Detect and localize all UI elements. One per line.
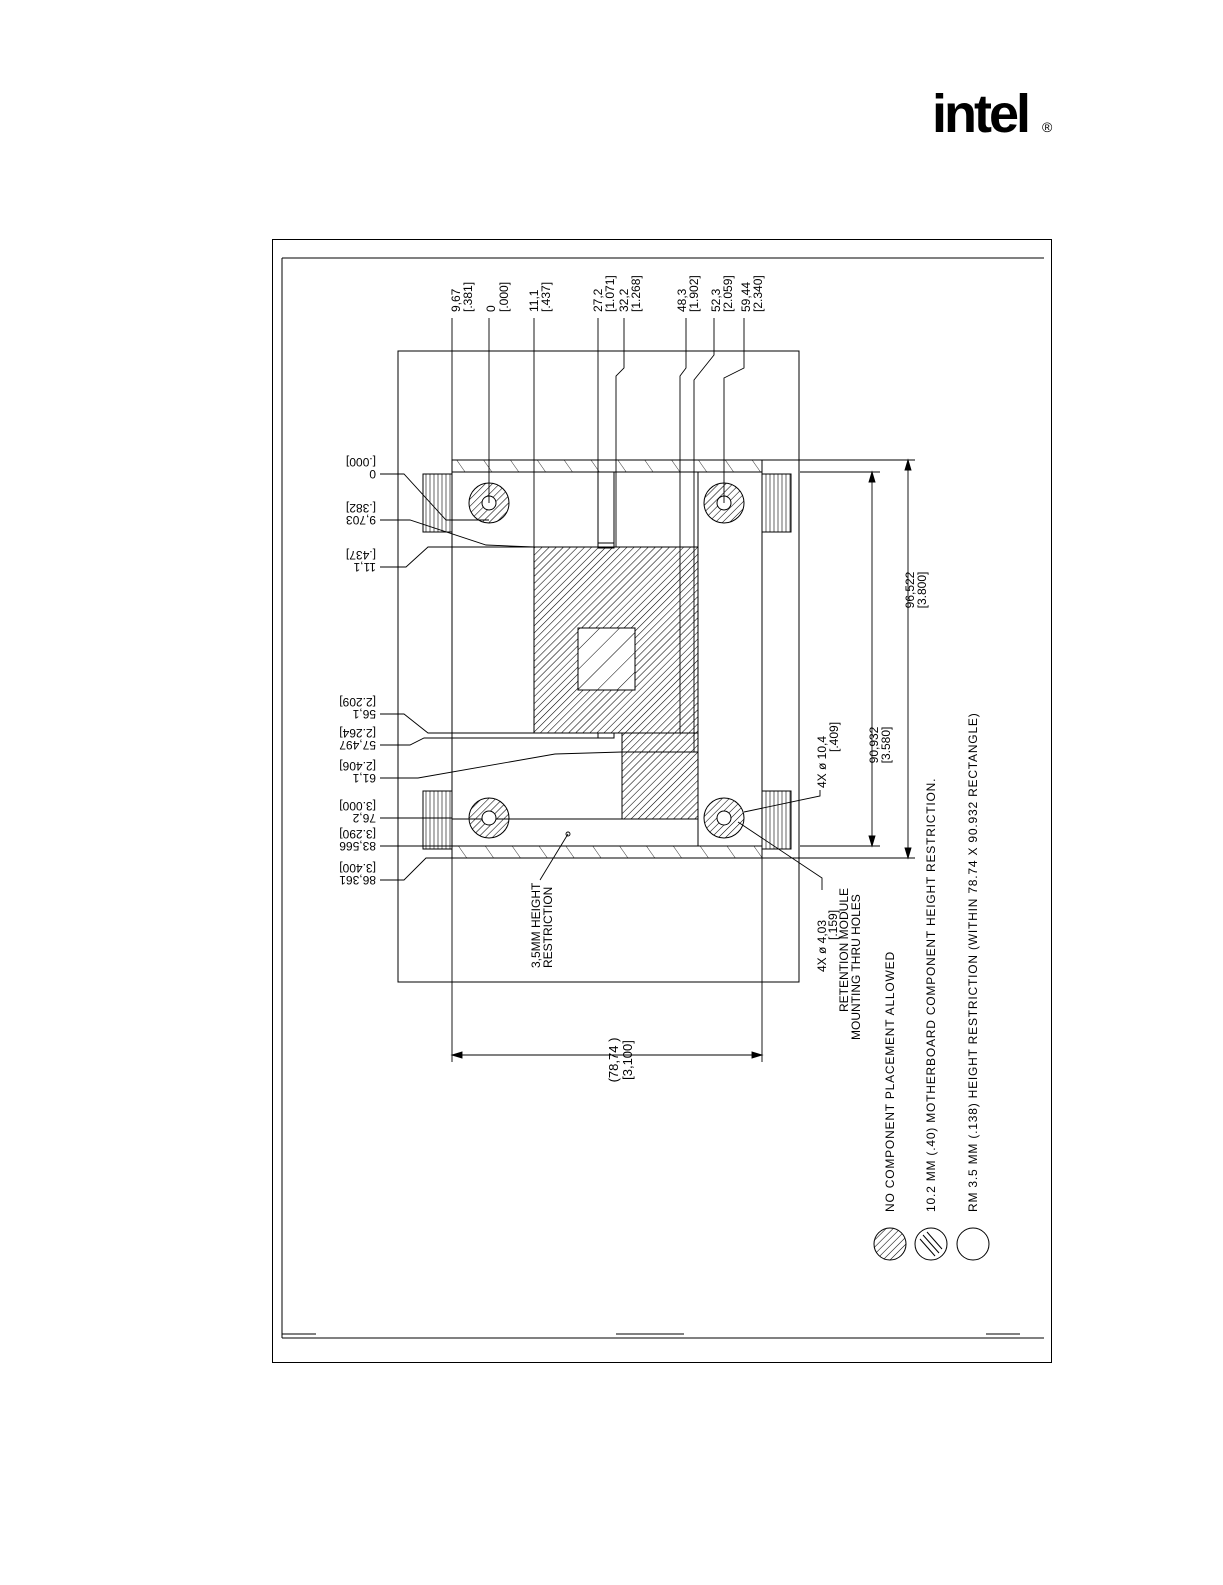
dim-top-mm: 9,67 [449, 288, 463, 312]
legend-rm-symbol [956, 1227, 990, 1261]
dim-left-mm: 56,1 [352, 707, 376, 721]
top-leader-lines [451, 318, 745, 858]
left-leader-lines [380, 473, 623, 881]
legend-item-3: RM 3.5 MM (.138) HEIGHT RESTRICTION (WIT… [966, 712, 980, 1212]
callout-small-hole-2: [.159] [826, 910, 840, 940]
legend-no-component-symbol [873, 1227, 907, 1261]
dim-left-in: [2.406] [339, 759, 376, 773]
dim-top-in: [1.902] [687, 275, 701, 312]
board-keepout-outline [397, 350, 800, 983]
dim-top-mm: 0 [484, 305, 498, 312]
height-dimension-lines [762, 458, 915, 860]
callout-large-hole-1: 4X ø 10,4 [815, 736, 829, 788]
dim-width-mm: (78,74 ) [606, 1038, 621, 1083]
legend-item-2: 10.2 MM (.40) MOTHERBOARD COMPONENT HEIG… [924, 778, 938, 1212]
dim-left-mm: 11,1 [353, 560, 376, 574]
dim-inner-in: [3.580] [879, 727, 893, 764]
width-dimension-label: (78,74 ) [3,100] [606, 1038, 635, 1083]
dim-left-mm: 57,497 [339, 738, 376, 752]
callout-height-1: 3,5MM HEIGHT [529, 882, 543, 968]
dim-left-in: [.000] [346, 455, 376, 469]
callout-small-hole-1: 4X ø 4,03 [815, 920, 829, 972]
dim-top-in: [.437] [539, 282, 553, 312]
height-dimension-labels: 90,932 [3.580] 96,522 [3.800] [867, 571, 929, 763]
legend: NO COMPONENT PLACEMENT ALLOWED 10.2 MM (… [873, 712, 990, 1261]
callout-leaders [539, 790, 823, 890]
legend-item-1: NO COMPONENT PLACEMENT ALLOWED [883, 951, 897, 1212]
mounting-holes [468, 482, 745, 839]
dim-left-mm: 86,361 [339, 873, 376, 887]
intel-logo: intel ® [932, 84, 1053, 144]
callout-small-hole-3: RETENTION MODULE [837, 888, 851, 1012]
dim-top-mm: 59,44 [739, 282, 753, 312]
drawing-outer-frame [272, 239, 1052, 1363]
callout-large-hole-2: [.409] [827, 722, 841, 752]
dim-left-in: [.382] [346, 501, 376, 515]
dim-left-in: [2.264] [339, 726, 376, 740]
dim-left-mm: 83,566 [339, 839, 376, 853]
dim-top-in: [2.059] [721, 275, 735, 312]
dim-left-mm: 61,1 [352, 771, 376, 785]
dim-top-in: [.381] [461, 282, 475, 312]
dim-left-mm: 0 [369, 467, 376, 481]
mounting-tabs [422, 473, 792, 850]
registered-mark: ® [1042, 119, 1053, 135]
callout-small-hole-4: MOUNTING THRU HOLES [849, 894, 863, 1040]
logo-text: intel [932, 84, 1028, 144]
callout-labels: 4X ø 10,4 [.409] 4X ø 4,03 [.159] RETENT… [529, 722, 863, 1040]
dim-left-mm: 76,2 [352, 811, 376, 825]
dim-top-in: [2.340] [751, 275, 765, 312]
dim-left-mm: 9,703 [346, 513, 376, 527]
top-dimension-labels: 9,67 [.381] 0 [.000] 11,1 [.437] 27,2 [1… [449, 275, 765, 312]
dim-left-in: [3.290] [339, 827, 376, 841]
dim-inner-mm: 90,932 [867, 726, 881, 763]
dim-top-in: [1.071] [603, 275, 617, 312]
dim-left-in: [3.000] [339, 799, 376, 813]
callout-height-2: RESTRICTION [541, 887, 555, 968]
left-dimension-labels: 0 [.000] 9,703 [.382] 11,1 [.437] 56,1 [… [339, 455, 376, 887]
dim-outer-mm: 96,522 [903, 571, 917, 608]
dim-top-mm: 32,2 [617, 288, 631, 312]
dim-top-in: [1.268] [629, 275, 643, 312]
dim-top-mm: 48,3 [675, 288, 689, 312]
dim-top-mm: 11,1 [527, 289, 541, 312]
dim-left-in: [3.400] [339, 861, 376, 875]
component-height-hatch [578, 628, 635, 690]
dim-left-in: [.437] [346, 548, 376, 562]
retention-module [451, 459, 763, 859]
width-dimension-line [450, 858, 764, 1062]
dim-width-in: [3,100] [620, 1040, 635, 1080]
dim-left-in: [2.209] [339, 695, 376, 709]
dim-top-mm: 52,3 [709, 288, 723, 312]
inner-frame [281, 257, 1044, 1339]
dim-outer-in: [3.800] [915, 572, 929, 609]
dim-top-mm: 27,2 [591, 288, 605, 312]
dim-top-in: [.000] [497, 282, 511, 312]
